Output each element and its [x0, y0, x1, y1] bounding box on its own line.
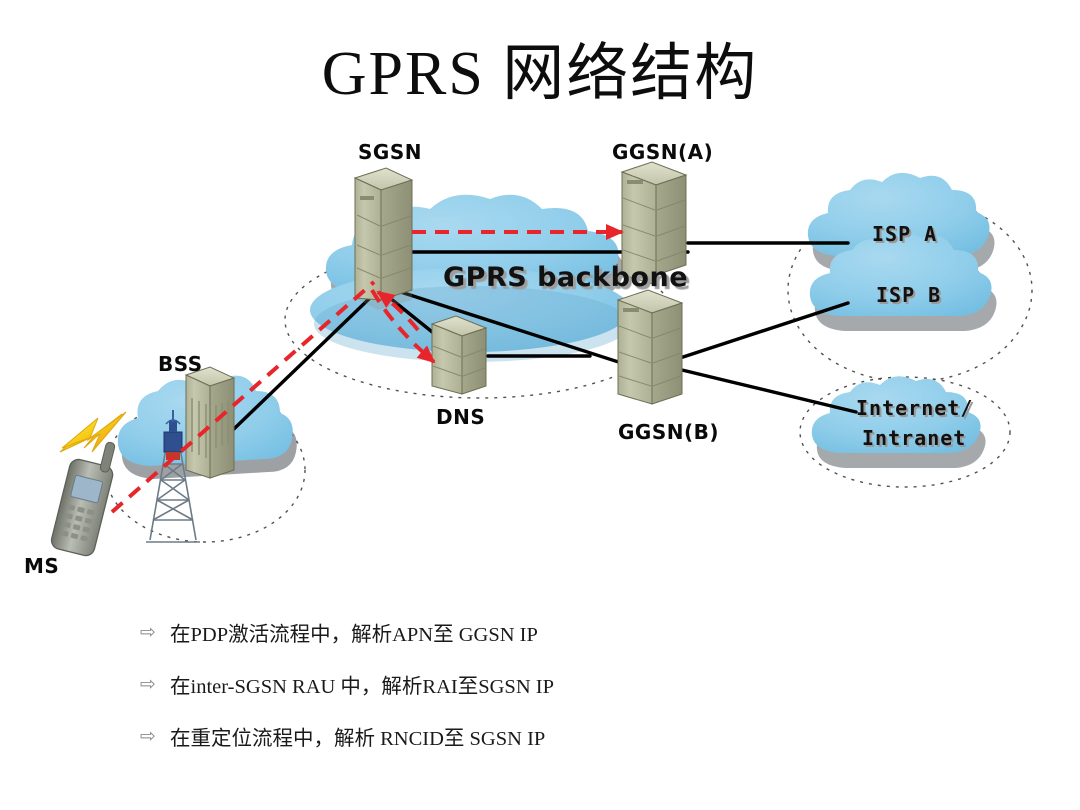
isp-b-cloud [809, 232, 997, 331]
label-ms: MS [24, 554, 60, 578]
server-sgsn[interactable] [353, 167, 414, 310]
server-dns[interactable] [430, 315, 488, 395]
link-ggsn-b-isp-b [678, 301, 850, 360]
mobile-phone-icon [50, 441, 116, 557]
server-side [651, 302, 683, 405]
region-outline-internet [799, 376, 1011, 488]
bullet-arrow-icon: ⇨ [140, 621, 156, 643]
lightning-bolt-icon [59, 411, 127, 453]
server-bss[interactable] [184, 366, 236, 479]
label-isp-b: ISP B [876, 283, 942, 307]
server-side [655, 174, 687, 276]
server-ggsn-b[interactable] [616, 289, 684, 405]
link-bss-sgsn [208, 294, 374, 454]
label-ggsn-a: GGSN(A) [612, 140, 714, 164]
label-sgsn: SGSN [358, 140, 422, 164]
signal-dns-to-sgsn [376, 290, 420, 332]
note-text: 在PDP激活流程中，解析APN至 GGSN IP [170, 624, 538, 646]
label-gprs-backbone: GPRS backbone [443, 262, 689, 293]
label-ggsn-b: GGSN(B) [618, 420, 719, 444]
server-side [380, 179, 413, 301]
note-item: ⇨ 在inter-SGSN RAU 中，解析RAI至SGSN IP [140, 658, 840, 710]
internet-cloud [811, 376, 986, 468]
page-title: GPRS 网络结构 [321, 40, 759, 108]
link-sgsn-ggsn-b [380, 284, 664, 378]
server-ggsn-a[interactable] [620, 161, 688, 286]
server-front [621, 171, 657, 286]
note-text: 在inter-SGSN RAU 中，解析RAI至SGSN IP [170, 676, 554, 698]
label-internet-line2: Intranet [862, 426, 967, 450]
note-text: 在重定位流程中，解析 RNCID至 SGSN IP [170, 728, 546, 750]
label-internet-line1: Internet/ [856, 396, 974, 420]
notes-list: ⇨ 在PDP激活流程中，解析APN至 GGSN IP ⇨ 在inter-SGSN… [140, 606, 840, 762]
server-front [431, 323, 463, 395]
signal-ms-to-sgsn [110, 280, 376, 514]
label-isp-a: ISP A [872, 222, 938, 246]
link-ggsn-b-internet [680, 368, 858, 414]
bullet-arrow-icon: ⇨ [140, 673, 156, 695]
server-side [461, 327, 487, 395]
server-front [617, 299, 653, 405]
signalling-links-dashed [110, 224, 624, 514]
bullet-arrow-icon: ⇨ [140, 725, 156, 747]
note-item: ⇨ 在PDP激活流程中，解析APN至 GGSN IP [140, 606, 840, 658]
label-dns: DNS [436, 405, 486, 429]
label-bss: BSS [158, 352, 203, 376]
note-item: ⇨ 在重定位流程中，解析 RNCID至 SGSN IP [140, 710, 840, 762]
